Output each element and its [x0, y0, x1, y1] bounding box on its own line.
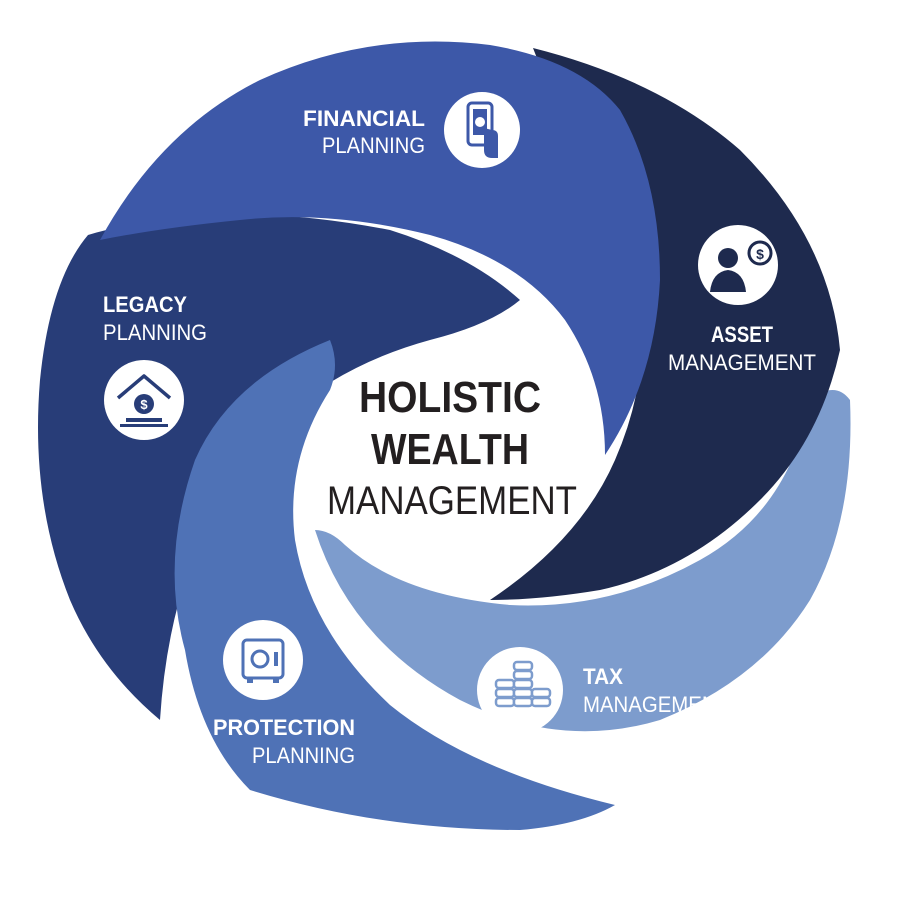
legacy-subtitle: PLANNING — [103, 320, 207, 345]
tax-subtitle: MANAGEMENT — [583, 692, 729, 717]
segment-tax-management — [315, 390, 851, 732]
label-tax-management: TAX MANAGEMENT — [583, 664, 729, 717]
label-legacy-planning: LEGACY PLANNING — [103, 292, 207, 345]
label-asset-management: ASSET MANAGEMENT — [668, 322, 816, 375]
protection-title: PROTECTION — [213, 715, 355, 740]
tax-title: TAX — [583, 664, 623, 689]
label-protection-planning: PROTECTION PLANNING — [213, 715, 355, 768]
financial-subtitle: PLANNING — [322, 133, 425, 158]
mobile-payment-icon — [444, 92, 520, 168]
segment-financial-planning — [100, 41, 660, 456]
svg-text:$: $ — [756, 246, 764, 262]
financial-title: FINANCIAL — [303, 106, 425, 131]
house-dollar-icon: $ — [104, 360, 184, 440]
safe-icon — [223, 620, 303, 700]
label-financial-planning: FINANCIAL PLANNING — [303, 106, 425, 158]
legacy-title: LEGACY — [103, 292, 187, 317]
asset-subtitle: MANAGEMENT — [668, 350, 816, 375]
coin-stacks-icon — [477, 647, 563, 733]
center-title-line1: HOLISTIC — [359, 373, 541, 422]
segment-legacy-planning — [38, 214, 520, 720]
asset-title: ASSET — [711, 322, 773, 347]
svg-text:$: $ — [140, 397, 148, 412]
center-title-line3: MANAGEMENT — [327, 479, 577, 523]
advisor-dollar-icon: $ — [698, 225, 778, 305]
center-title-line2: WEALTH — [371, 425, 529, 474]
protection-subtitle: PLANNING — [252, 743, 355, 768]
segment-protection-planning — [174, 340, 616, 830]
segment-asset-management — [490, 48, 840, 600]
